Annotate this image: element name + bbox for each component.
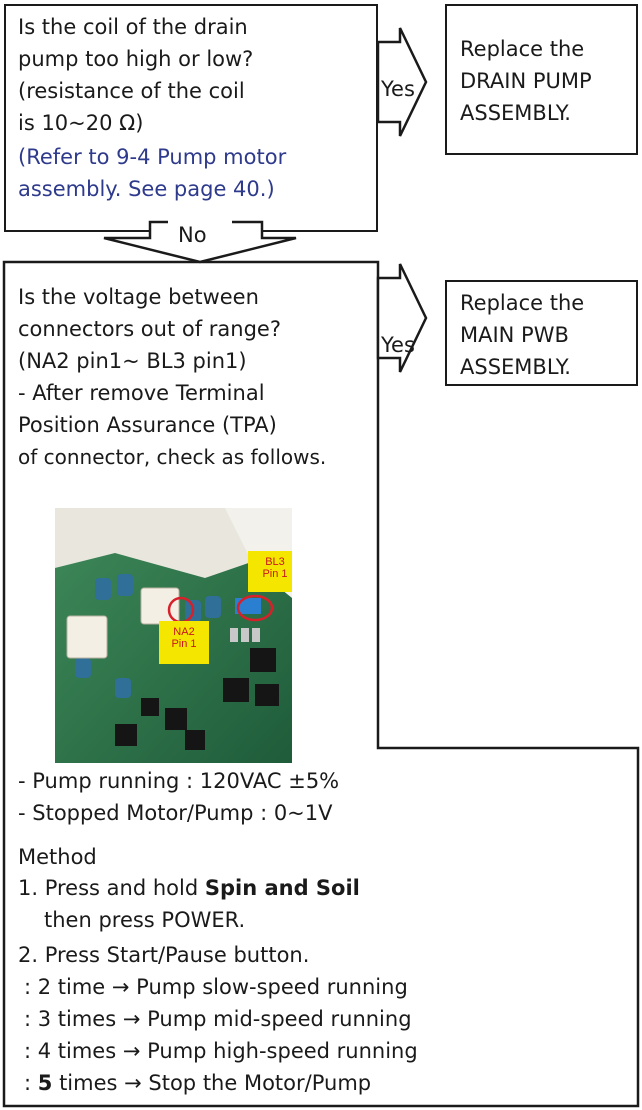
no-label: No [176, 222, 209, 248]
a2-line-1: Replace the [460, 288, 584, 319]
method-sub-2: : 2 time → Pump slow-speed running [24, 972, 408, 1003]
q2-line-2: connectors out of range? [18, 314, 281, 345]
a2-line-3: ASSEMBLY. [460, 352, 571, 383]
pwb-connector-photo: BL3 Pin 1 NA2 Pin 1 [55, 508, 292, 763]
a2-line-2: MAIN PWB [460, 320, 569, 351]
bl3-pin-text: Pin 1 [262, 568, 287, 580]
q2-line-1: Is the voltage between [18, 282, 259, 313]
sub5-prefix: : [24, 1071, 38, 1095]
check-stopped: - Stopped Motor/Pump : 0~1V [18, 798, 333, 829]
method-sub-4: : 4 times → Pump high-speed running [24, 1036, 418, 1067]
step1-prefix: 1. Press and hold [18, 876, 205, 900]
method-title: Method [18, 842, 97, 873]
q2-line-6: of connector, check as follows. [18, 442, 326, 473]
q2-line-4: - After remove Terminal [18, 378, 265, 409]
bl3-pin1-label: BL3 Pin 1 [248, 551, 292, 592]
na2-pin-text: Pin 1 [171, 638, 196, 650]
method-step-2: 2. Press Start/Pause button. [18, 940, 309, 971]
bl3-text: BL3 [265, 556, 285, 568]
yes-label-1: Yes [381, 74, 415, 105]
check-pump-running: - Pump running : 120VAC ±5% [18, 766, 339, 797]
method-sub-3: : 3 times → Pump mid-speed running [24, 1004, 412, 1035]
q2-line-5: Position Assurance (TPA) [18, 410, 277, 441]
method-sub-5: : 5 times → Stop the Motor/Pump [24, 1068, 371, 1099]
method-step-1-cont: then press POWER. [44, 905, 245, 936]
q2-line-3: (NA2 pin1~ BL3 pin1) [18, 346, 247, 377]
na2-text: NA2 [173, 626, 194, 638]
sub5-rest: times → Stop the Motor/Pump [52, 1071, 371, 1095]
sub5-bold: 5 [38, 1071, 53, 1095]
method-step-1: 1. Press and hold Spin and Soil [18, 873, 360, 904]
na2-pin1-label: NA2 Pin 1 [159, 621, 209, 664]
yes-label-2: Yes [381, 330, 415, 361]
step1-bold: Spin and Soil [205, 876, 360, 900]
